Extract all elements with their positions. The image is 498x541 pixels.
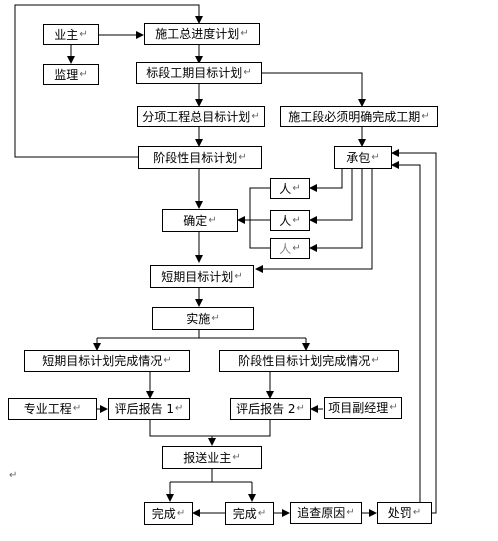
node-jieduan-wc-label: 阶段性目标计划完成情况 — [238, 354, 371, 368]
node-fenxiang-label: 分项工程总目标计划 — [142, 109, 251, 124]
arrow-ren3-to-queding — [249, 220, 270, 249]
node-zhuicha: 追查原因↵ — [290, 502, 362, 524]
arrow-jieduan-loop-to-zongjindu — [14, 4, 203, 158]
node-jieduan-wc: 阶段性目标计划完成情况↵ — [219, 350, 399, 372]
node-pinghou-2-label: 评后报告 2 — [236, 402, 296, 416]
node-wancheng-1-label: 完成 — [151, 506, 176, 521]
node-bixu-label: 施工段必须明确完成工期 — [288, 109, 421, 124]
node-ren-3: 人↵ — [270, 238, 310, 259]
node-jieduan: 阶段性目标计划↵ — [138, 146, 262, 169]
node-duanqi-wc-label: 短期目标计划完成情况 — [42, 354, 163, 368]
node-jianli-label: 监理 — [54, 67, 79, 82]
node-biaoduan-label: 标段工期目标计划 — [146, 66, 243, 80]
node-shishi-label: 实施 — [186, 311, 211, 326]
node-baosong-label: 报送业主 — [183, 450, 232, 465]
node-chengbao-label: 承包 — [346, 150, 371, 165]
node-biaoduan: 标段工期目标计划↵ — [136, 62, 262, 84]
arrow-chengbao-to-ren2 — [309, 169, 353, 224]
node-zongjindu: 施工总进度计划↵ — [144, 23, 260, 45]
node-wancheng-2-label: 完成 — [232, 506, 257, 521]
node-fenxiang: 分项工程总目标计划↵ — [137, 106, 265, 127]
node-yezhu: 业主↵ — [43, 24, 99, 45]
node-pinghou-1-label: 评后报告 1 — [114, 402, 175, 416]
node-ren-3-label: 人 — [279, 241, 292, 256]
node-ren-2: 人↵ — [270, 210, 310, 231]
node-chufa-label: 处罚 — [387, 506, 412, 520]
node-zhuanye-label: 专业工程 — [23, 402, 72, 416]
node-ren-1: 人↵ — [270, 178, 310, 199]
node-shishi: 实施↵ — [152, 307, 254, 330]
node-chengbao: 承包↵ — [334, 146, 392, 169]
node-duanqi-label: 短期目标计划 — [161, 269, 234, 284]
node-queding: 确定↵ — [162, 209, 238, 232]
node-baosong: 报送业主↵ — [162, 446, 262, 469]
arrow-chufa-loop-inner — [391, 161, 421, 502]
node-ren-1-label: 人 — [279, 181, 292, 196]
arrow-chengbao-to-duanqi — [255, 169, 373, 273]
arrow-ren1-to-queding — [237, 187, 270, 224]
node-wancheng-2: 完成↵ — [225, 502, 274, 525]
node-jianli: 监理↵ — [43, 64, 99, 85]
arrow-chufa-loop-outer — [391, 149, 437, 514]
node-chufa: 处罚↵ — [377, 502, 432, 524]
node-zhuanye: 专业工程↵ — [8, 398, 97, 420]
arrow-chengbao-to-ren3 — [309, 169, 363, 252]
stray-paragraph-mark: ↵ — [9, 470, 18, 481]
connector-pinghou2-merge — [212, 420, 271, 437]
node-jieduan-label: 阶段性目标计划 — [153, 150, 238, 165]
node-duanqi-wc: 短期目标计划完成情况↵ — [24, 350, 190, 372]
arrow-chengbao-to-ren1 — [309, 169, 343, 192]
node-pinghou-1: 评后报告 1↵ — [108, 398, 190, 420]
node-ren-2-label: 人 — [279, 213, 292, 228]
node-bixu: 施工段必须明确完成工期↵ — [280, 106, 438, 127]
node-fujingli: 项目副经理↵ — [324, 397, 402, 419]
node-zhuicha-label: 追查原因 — [297, 506, 346, 520]
node-queding-label: 确定 — [183, 213, 208, 228]
node-duanqi: 短期目标计划↵ — [150, 265, 254, 288]
node-pinghou-2: 评后报告 2↵ — [230, 398, 311, 420]
node-yezhu-label: 业主 — [54, 27, 79, 42]
node-fujingli-label: 项目副经理 — [328, 401, 389, 415]
arrow-biaoduan-to-bixu — [262, 72, 366, 107]
node-wancheng-1: 完成↵ — [144, 502, 193, 525]
node-zongjindu-label: 施工总进度计划 — [155, 27, 240, 41]
connector-pinghou1-merge — [149, 420, 212, 437]
